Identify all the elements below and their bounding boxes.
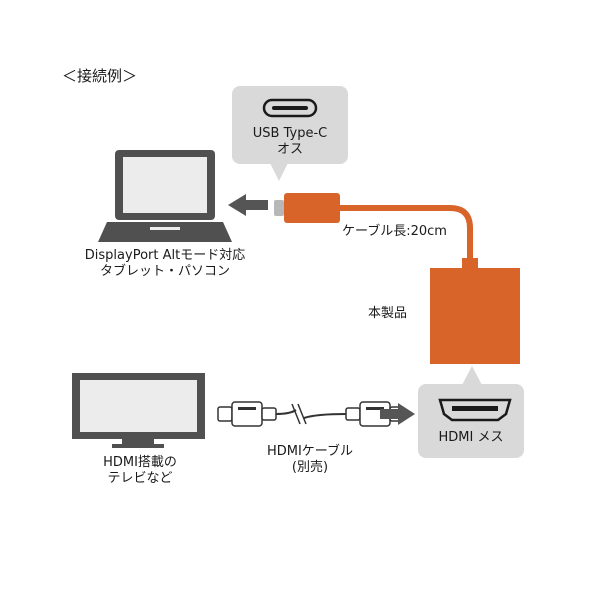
device-label-line2: タブレット・パソコン <box>99 264 230 279</box>
hdmi-cable-label-line2: (別売) <box>291 460 329 475</box>
tv-label-line1: HDMI搭載の <box>103 455 177 470</box>
device-label-line1: DisplayPort Altモード対応 <box>84 248 246 263</box>
tv-label: HDMI搭載の テレビなど <box>80 455 200 487</box>
usb-callout-bubble <box>232 86 348 181</box>
hdmi-callout-label: HDMI メス <box>438 430 504 445</box>
product-label: 本製品 <box>368 306 408 321</box>
heading: ＜接続例＞ <box>62 67 138 85</box>
hdmi-port-icon <box>438 398 512 422</box>
cable-length-label: ケーブル長:20cm <box>342 224 447 239</box>
arrow-left-icon <box>228 194 268 216</box>
usb-c-port-icon <box>262 98 318 118</box>
usb-callout-line1: USB Type-C <box>252 126 328 141</box>
usb-callout-line2: オス <box>276 142 303 157</box>
tv-icon <box>72 373 205 448</box>
hdmi-cable-label-line1: HDMIケーブル <box>266 444 354 459</box>
usb-callout-label: USB Type-C オス <box>232 126 348 158</box>
product-body <box>430 268 520 364</box>
laptop-icon <box>98 150 232 242</box>
tv-label-line2: テレビなど <box>107 471 173 486</box>
usb-c-cable <box>274 193 478 270</box>
hdmi-cable-label: HDMIケーブル (別売) <box>240 444 380 476</box>
hdmi-cable-icon <box>217 401 405 427</box>
device-label: DisplayPort Altモード対応 タブレット・パソコン <box>60 248 270 280</box>
arrow-right-icon <box>380 403 415 425</box>
